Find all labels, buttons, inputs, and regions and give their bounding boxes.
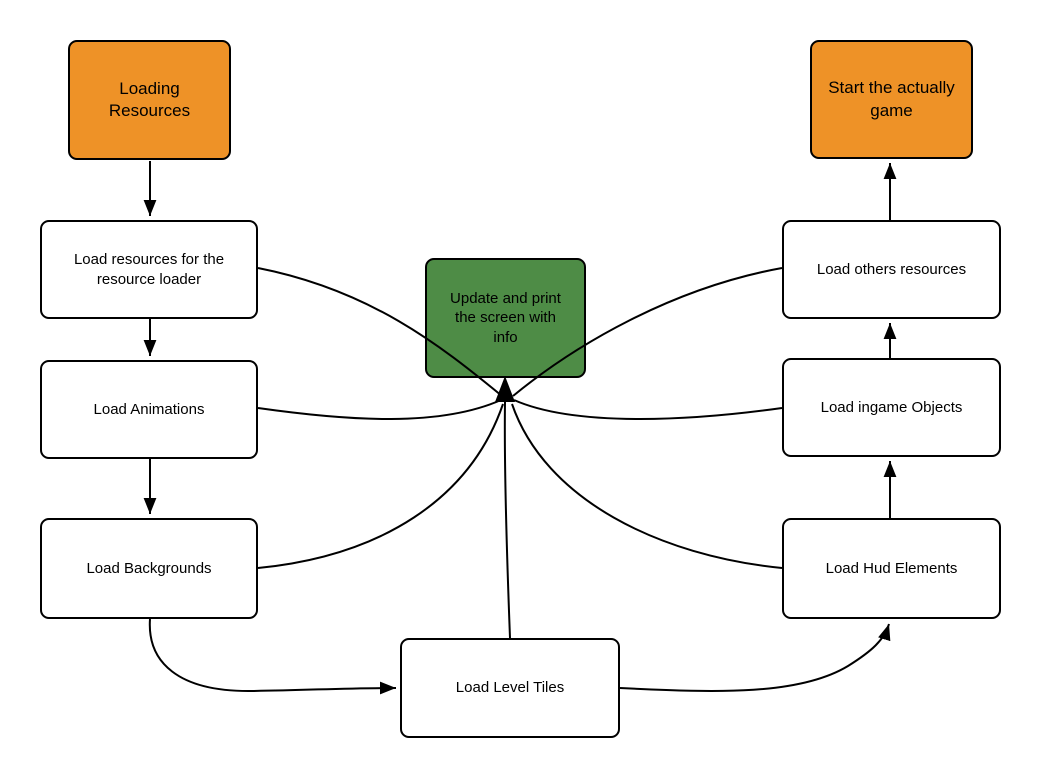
node-update-print-screen-label: Update and print the screen with info <box>450 289 561 346</box>
node-start-game: Start the actually game <box>810 40 973 159</box>
node-load-ingame-objects: Load ingame Objects <box>782 358 1001 457</box>
edge-level-tiles-to-hud <box>619 623 891 692</box>
node-load-animations-label: Load Animations <box>93 400 205 418</box>
node-load-hud-elements-label: Load Hud Elements <box>825 559 958 577</box>
node-load-ingame-objects-label: Load ingame Objects <box>820 398 963 416</box>
node-load-animations: Load Animations <box>40 360 258 459</box>
edge-backgrounds-to-update <box>257 403 504 569</box>
node-load-others-resources: Load others resources <box>782 220 1001 319</box>
node-start-game-label: Start the actually game <box>828 78 955 120</box>
node-load-others-resources-label: Load others resources <box>816 260 967 278</box>
node-load-resources-loader-label: Load resources for the resource loader <box>73 251 225 288</box>
node-load-level-tiles: Load Level Tiles <box>400 638 620 738</box>
node-load-backgrounds-label: Load Backgrounds <box>86 559 212 577</box>
edge-animations-to-update <box>257 399 502 420</box>
update-node-arrowhead-icon <box>495 376 515 402</box>
node-load-resources-loader: Load resources for the resource loader <box>40 220 258 319</box>
node-loading-resources-label: Loading Resources <box>108 78 191 120</box>
edge-ingame-objects-to-update <box>513 399 783 420</box>
node-load-hud-elements: Load Hud Elements <box>782 518 1001 619</box>
node-load-backgrounds: Load Backgrounds <box>40 518 258 619</box>
node-load-level-tiles-label: Load Level Tiles <box>455 679 565 697</box>
edge-backgrounds-to-level-tiles <box>148 618 397 695</box>
edge-hud-to-update <box>511 403 783 569</box>
node-update-print-screen: Update and print the screen with info <box>425 258 586 378</box>
edge-level-tiles-to-update <box>503 401 511 639</box>
node-loading-resources: Loading Resources <box>68 40 231 160</box>
